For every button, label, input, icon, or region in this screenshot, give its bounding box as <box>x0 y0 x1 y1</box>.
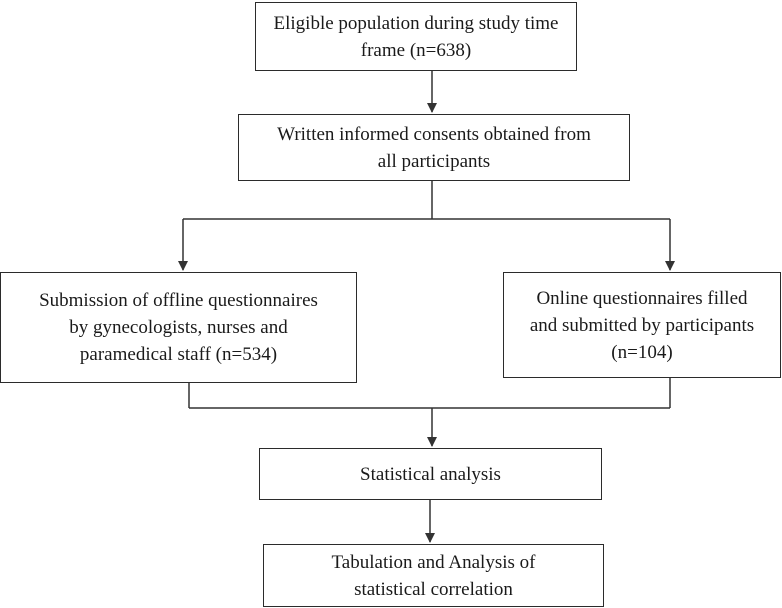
online-questionnaires-line-1: Online questionnaires filled <box>536 287 748 309</box>
offline-questionnaires-box: Submission of offline questionnaires by … <box>0 272 357 383</box>
online-questionnaires-line-2: and submitted by participants <box>529 314 755 336</box>
informed-consent-box: Written informed consents obtained from … <box>238 114 630 181</box>
online-questionnaires-text: Online questionnaires filled and submitt… <box>530 285 754 366</box>
eligible-population-line-2: frame (n=638) <box>360 39 472 61</box>
offline-questionnaires-line-3: paramedical staff (n=534) <box>79 344 278 365</box>
offline-questionnaires-text: Submission of offline questionnaires by … <box>39 287 318 368</box>
eligible-population-line-1: Eligible population during study time <box>273 12 559 34</box>
statistical-analysis-box: Statistical analysis <box>259 448 602 500</box>
tabulation-line-1: Tabulation and Analysis of <box>331 551 536 573</box>
statistical-analysis-text: Statistical analysis <box>360 461 501 488</box>
offline-questionnaires-line-1: Submission of offline questionnaires <box>39 290 318 311</box>
tabulation-text: Tabulation and Analysis of statistical c… <box>332 549 536 603</box>
eligible-population-text: Eligible population during study time fr… <box>274 10 559 64</box>
informed-consent-line-2: all participants <box>377 150 491 172</box>
eligible-population-box: Eligible population during study time fr… <box>255 2 577 71</box>
online-questionnaires-line-3: (n=104) <box>611 341 673 363</box>
tabulation-line-2: statistical correlation <box>354 578 513 600</box>
informed-consent-line-1: Written informed consents obtained from <box>277 123 591 145</box>
online-questionnaires-box: Online questionnaires filled and submitt… <box>503 272 781 378</box>
offline-questionnaires-line-2: by gynecologists, nurses and <box>69 317 288 338</box>
statistical-analysis-line-1: Statistical analysis <box>360 463 501 485</box>
tabulation-box: Tabulation and Analysis of statistical c… <box>263 544 604 607</box>
informed-consent-text: Written informed consents obtained from … <box>277 121 591 175</box>
